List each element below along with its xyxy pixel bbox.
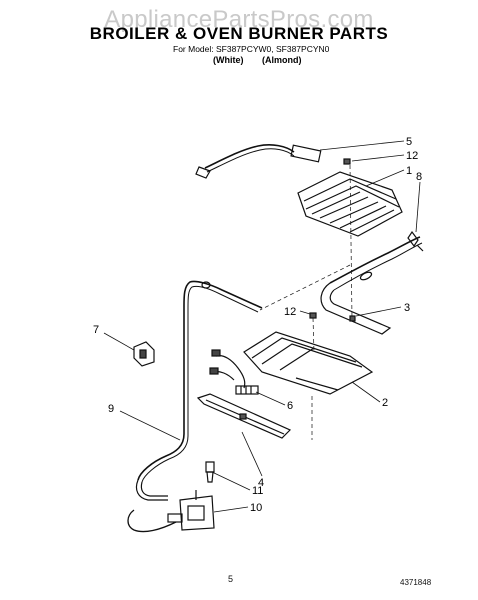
callout-6: 6: [287, 400, 293, 412]
part-broiler-baffle: [297, 164, 403, 319]
callout-9: 9: [108, 403, 114, 415]
part-screw: [407, 230, 424, 252]
callout-3: 3: [404, 302, 410, 314]
callout-10: 10: [250, 502, 262, 514]
callout-12-lower: 12: [284, 306, 296, 318]
callout-4: 4: [258, 477, 264, 489]
callout-12-upper: 12: [406, 150, 418, 162]
model-line: For Model: SF387PCYW0, SF387PCYN0: [173, 44, 330, 54]
color-almond: (Almond): [262, 55, 302, 65]
callout-7: 7: [93, 324, 99, 336]
part-junction-block: [133, 341, 155, 367]
callout-labels: 5 12 1 8 3 12 7 9 6 2 4 11 10: [93, 136, 422, 514]
part-gas-tubing: [127, 280, 263, 533]
page-title: BROILER & OVEN BURNER PARTS: [89, 24, 389, 43]
callout-5: 5: [406, 136, 412, 148]
watermark: AppliancePartsPros.com: [104, 6, 374, 33]
callout-2: 2: [382, 397, 388, 409]
callout-1: 1: [406, 165, 412, 177]
leader-lines: [103, 140, 421, 513]
part-wire-harness: [195, 144, 322, 179]
part-orifice: [205, 461, 215, 483]
part-broil-burner: [320, 236, 423, 335]
part-igniter: [209, 349, 259, 395]
callout-11: 11: [252, 485, 263, 497]
callout-8: 8: [416, 171, 422, 183]
part-safety-valve: [167, 490, 215, 531]
part-oven-burner: [196, 393, 313, 440]
part-nut-lower: [309, 312, 317, 353]
part-oven-baffle: [243, 331, 374, 395]
color-variants: (White) (Almond): [213, 55, 318, 65]
color-white: (White): [213, 55, 244, 65]
page-number: 5: [228, 574, 234, 584]
document-number: 4371848: [400, 578, 432, 587]
part-nut-upper: [343, 158, 351, 165]
